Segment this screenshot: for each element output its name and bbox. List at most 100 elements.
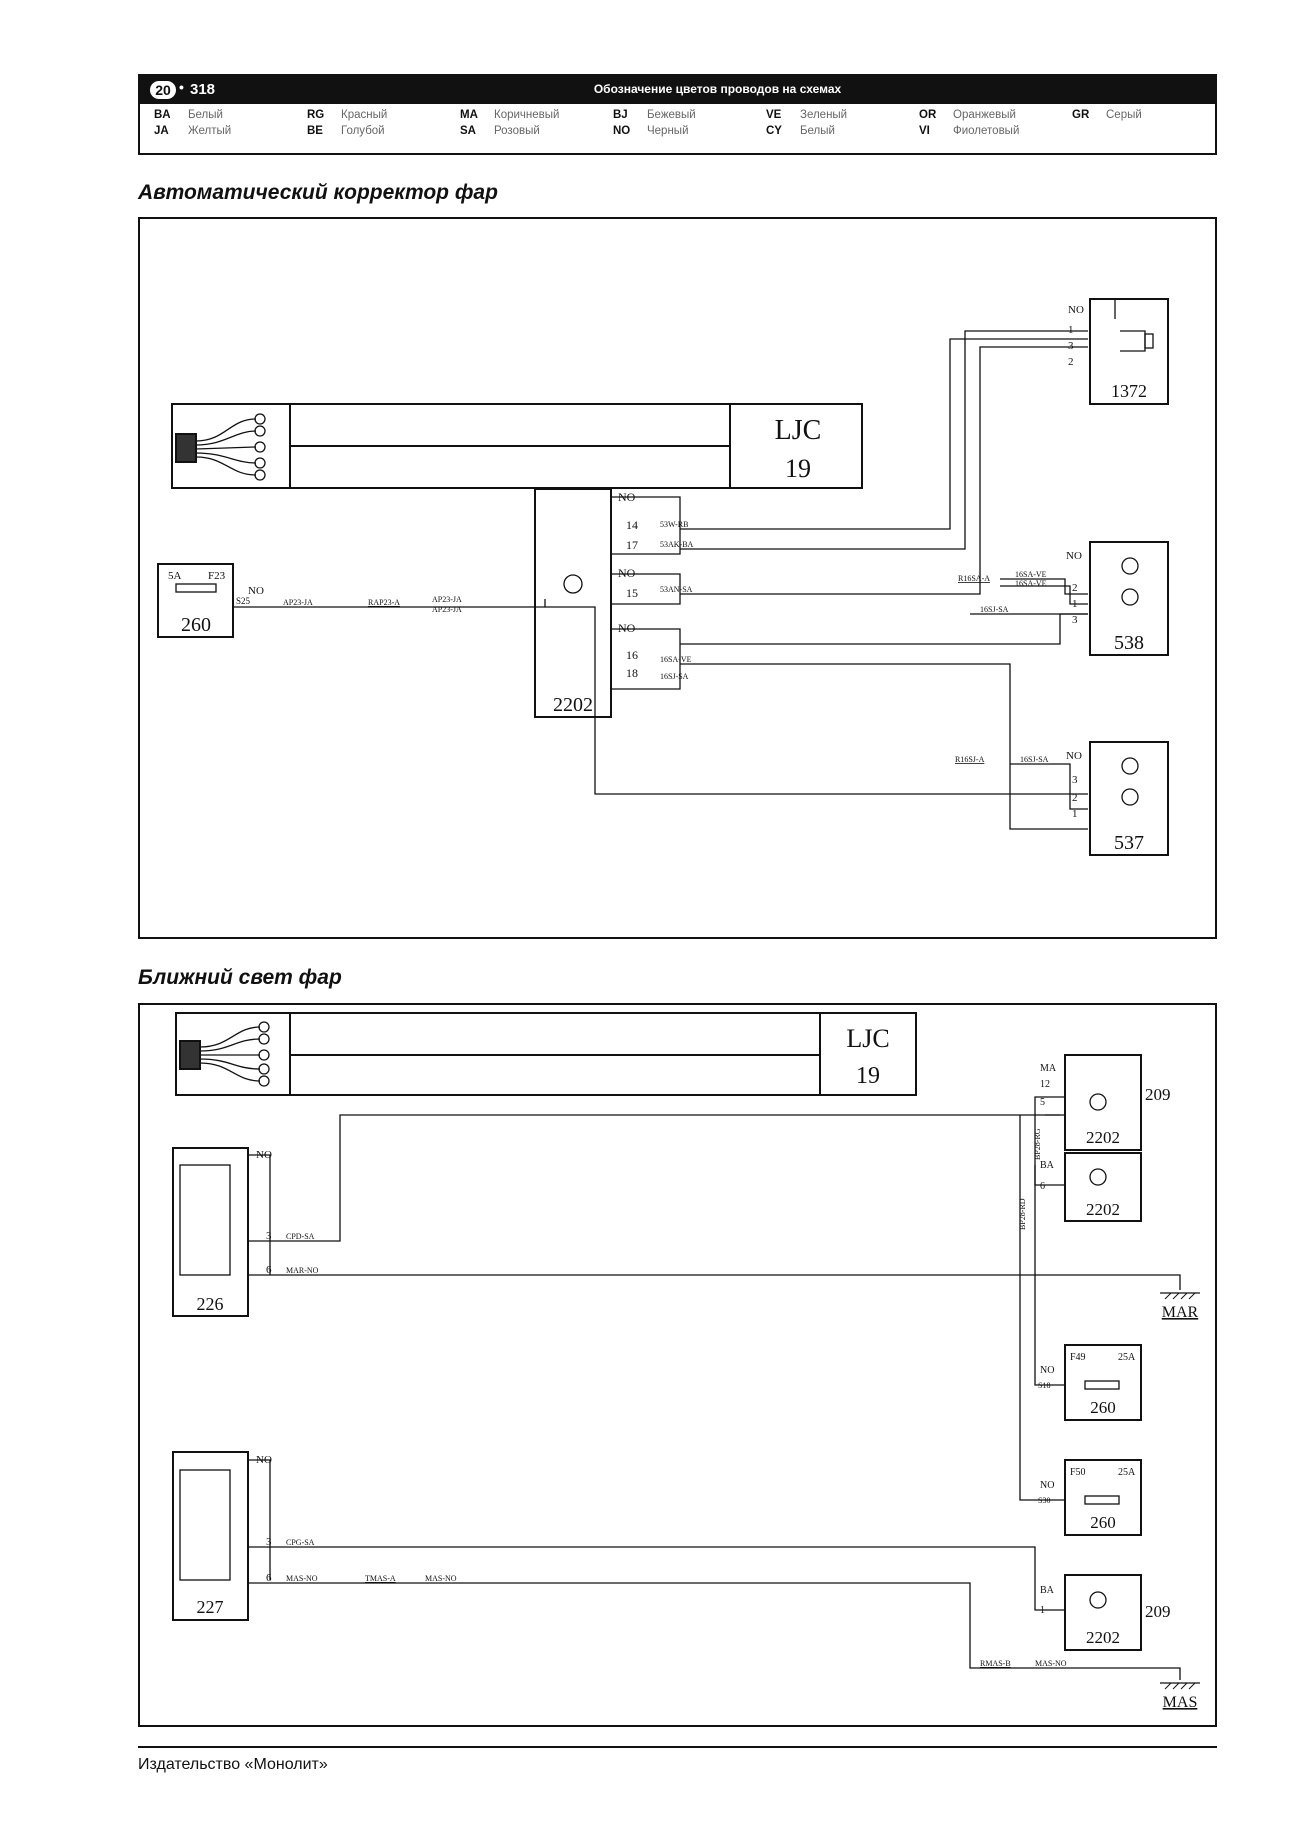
wire-label: AP23-JA [432, 605, 462, 614]
pin-label: NO [248, 585, 264, 597]
pin-label: BA [1040, 1160, 1055, 1171]
publisher: Издательство «Монолит» [138, 1756, 328, 1773]
pin-label: NO [1040, 1365, 1054, 1376]
fuse-name: F50 [1070, 1467, 1086, 1478]
fuse-rating: 25A [1118, 1352, 1136, 1363]
wire-label: AP23-JA [432, 595, 462, 604]
header-bar: 20 • 318 Обозначение цветов проводов на … [140, 76, 1215, 104]
pin-label: 6 [266, 1572, 272, 1584]
connector-plug-icon [175, 433, 197, 463]
pin-label: 5 [1040, 1097, 1045, 1108]
connector-label: R16SA-A [958, 574, 990, 583]
pin-label: 1 [1040, 1605, 1045, 1616]
pin-label: S30 [1038, 1496, 1050, 1505]
wire-label: MAS-NO [425, 1574, 457, 1583]
connector-plug-icon [179, 1040, 201, 1070]
wire-label: 16SA-VE [660, 655, 692, 664]
fuse-name: F49 [1070, 1352, 1086, 1363]
pin-label: 3 [1072, 614, 1078, 626]
pin-label: S25 [236, 596, 251, 606]
color-code-header: 20 • 318 Обозначение цветов проводов на … [138, 74, 1217, 155]
pin-label: NO [1066, 750, 1082, 762]
pin-label: 6 [266, 1264, 272, 1276]
component-537 [1089, 741, 1169, 856]
component-226 [172, 1147, 249, 1317]
fuse-name: F23 [208, 570, 226, 582]
motor-symbol-icon [1089, 1168, 1107, 1186]
component-538 [1089, 541, 1169, 656]
pin-label: 18 [626, 666, 638, 680]
pin-label: 2 [1068, 356, 1074, 368]
wire-label: AP23-JA [283, 598, 313, 607]
wire-label: 53AK-BA [660, 540, 694, 549]
wire-label: CPG-SA [286, 1538, 315, 1547]
ljc-number: 19 [856, 1063, 880, 1089]
motor-symbol-icon [1089, 1591, 1107, 1609]
pin-label: 12 [1040, 1079, 1050, 1090]
pin-label: NO [256, 1454, 272, 1466]
ljc-label: LJC [775, 415, 822, 446]
diagram1-svg: LJC 19 2202 260 5A F23 NO S25 1372 538 5… [157, 298, 1169, 856]
wire-label: 16SJ-SA [660, 672, 689, 681]
ljc-bar [175, 1012, 917, 1096]
component-1372 [1089, 298, 1169, 405]
component-id: 1372 [1111, 381, 1147, 401]
ground-label: MAS [1163, 1694, 1198, 1711]
pin-label: 17 [626, 538, 638, 552]
pin-label: 3 [1068, 340, 1074, 352]
pin-label: NO [1066, 550, 1082, 562]
pin-label: 2 [1072, 582, 1078, 594]
ljc-bar [171, 403, 863, 489]
wire-label: 16SA-VE [1015, 579, 1047, 588]
component-id: 260 [181, 614, 211, 636]
pin-label: 16 [626, 648, 638, 662]
pin-label: 3 [266, 1536, 272, 1548]
pin-label: NO [618, 490, 636, 504]
component-id: 260 [1090, 1513, 1116, 1532]
wire-label: MAR-NO [286, 1266, 319, 1275]
pin-label: 2 [1072, 792, 1078, 804]
component-ref: 209 [1145, 1602, 1171, 1621]
pin-label: 6 [1040, 1181, 1045, 1192]
component-2202-a [1064, 1054, 1142, 1151]
motor-symbol-icon [1089, 1093, 1107, 1111]
fuse-rating: 5A [168, 570, 182, 582]
ground-label: MAR [1162, 1304, 1199, 1321]
chapter-badge: 20 [150, 81, 176, 99]
wire-label: 16SJ-SA [980, 605, 1009, 614]
diagram1-frame: LJC 19 2202 260 5A F23 NO S25 1372 538 5… [138, 217, 1217, 939]
pin-label: 15 [626, 586, 638, 600]
wire-label: BP28-RD [1018, 1198, 1027, 1230]
component-id: 538 [1114, 632, 1144, 654]
ljc-label: LJC [846, 1024, 889, 1053]
pin-label: NO [1040, 1480, 1054, 1491]
pin-label: NO [618, 621, 636, 635]
fuse-icon [1084, 1380, 1120, 1390]
motor-symbol-icon [1121, 588, 1139, 606]
pin-label: 3 [266, 1230, 272, 1242]
pin-label: 1 [1068, 324, 1074, 336]
pin-label: NO [1068, 304, 1084, 316]
pin-label: NO [618, 566, 636, 580]
component-id: 226 [197, 1294, 224, 1314]
component-id: 2202 [1086, 1628, 1120, 1647]
pin-label: 1 [1072, 598, 1078, 610]
wire-label: 16SJ-SA [1020, 755, 1049, 764]
connector-label: RMAS-B [980, 1659, 1011, 1668]
fuse-260-f49 [1064, 1344, 1142, 1421]
motor-symbol-icon [1121, 557, 1139, 575]
component-id: 537 [1114, 832, 1144, 854]
component-2202-b [1064, 1152, 1142, 1222]
fuse-rating: 25A [1118, 1467, 1136, 1478]
component-260 [157, 563, 234, 638]
pin-label: NO [256, 1149, 272, 1161]
ljc-number: 19 [785, 454, 811, 483]
diagram2-frame: LJC 19 226 NO 3 6 CPD-SA MAR-NO 227 NO 3… [138, 1003, 1217, 1727]
